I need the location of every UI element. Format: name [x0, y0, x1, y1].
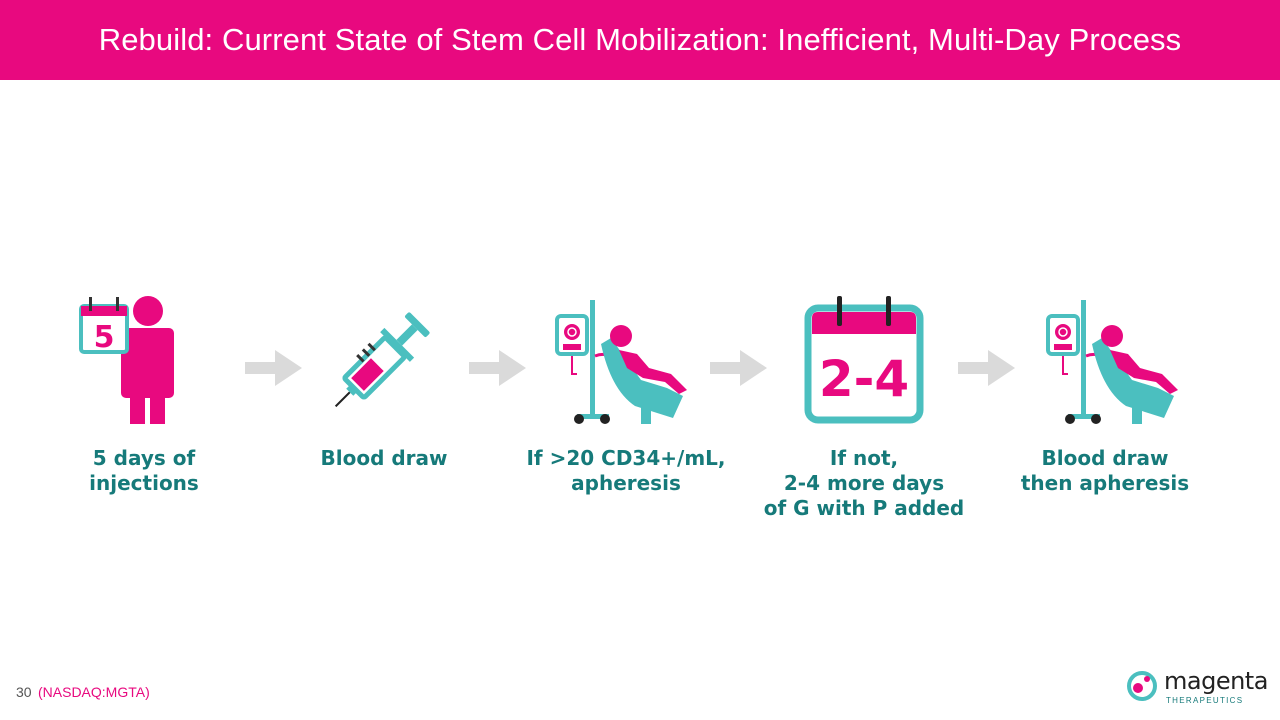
arrow-right-icon	[710, 350, 767, 386]
arrow-right-icon	[245, 350, 302, 386]
calendar-icon: 2-4	[804, 296, 924, 424]
syringe-icon	[334, 312, 430, 408]
step-label-apheresis: If >20 CD34+/mL, apheresis	[526, 446, 726, 495]
title-bar: Rebuild: Current State of Stem Cell Mobi…	[0, 0, 1280, 80]
step-label-blood-draw-apheresis: Blood draw then apheresis	[1020, 446, 1190, 495]
logo-subtitle: THERAPEUTICS	[1166, 696, 1244, 705]
arrow-right-icon	[469, 350, 526, 386]
company-logo: magenta THERAPEUTICS	[1126, 667, 1268, 710]
step-label-injections: 5 days of injections	[89, 446, 199, 495]
calendar-number: 5	[94, 320, 115, 355]
ticker-symbol: (NASDAQ:MGTA)	[38, 684, 150, 700]
calendar-number: 2-4	[819, 350, 909, 408]
logo-mark-icon	[1127, 671, 1157, 701]
calendar-person-icon: 5	[79, 296, 174, 424]
step-label-more-days: If not, 2-4 more days of G with P added	[763, 446, 965, 520]
arrow-right-icon	[958, 350, 1015, 386]
page-number: 30	[16, 684, 32, 700]
apheresis-chair-icon	[1046, 300, 1178, 424]
page-title: Rebuild: Current State of Stem Cell Mobi…	[98, 22, 1182, 57]
apheresis-chair-icon	[555, 300, 687, 424]
logo-wordmark: magenta	[1164, 667, 1268, 695]
step-label-blood-draw: Blood draw	[320, 446, 448, 470]
